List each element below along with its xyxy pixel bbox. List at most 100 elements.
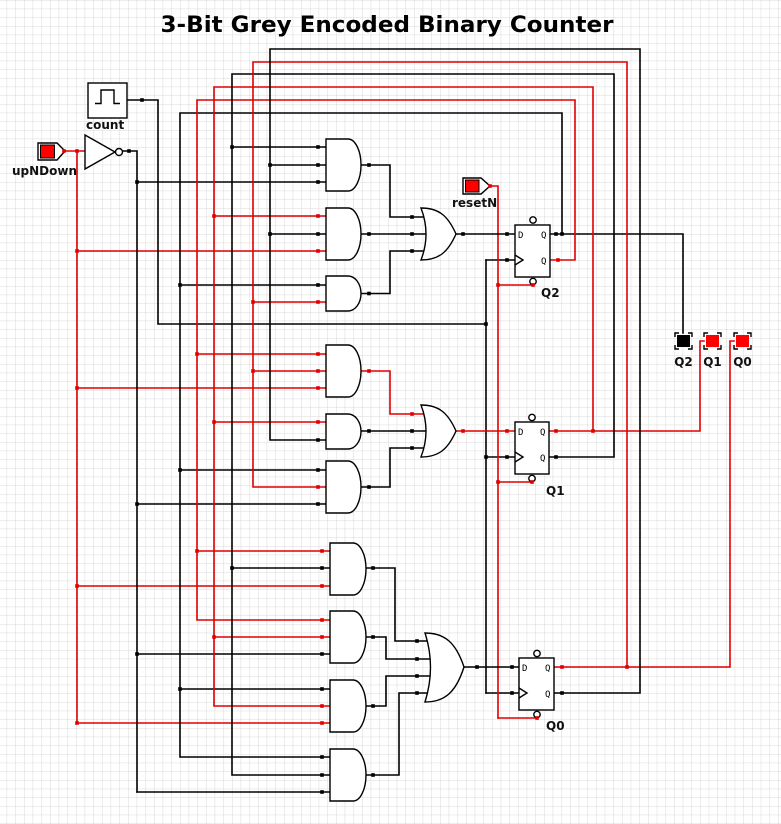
junction-dot: [316, 214, 320, 218]
junction-dot: [268, 232, 272, 236]
junction-dot: [135, 180, 139, 184]
pin-q: Q: [541, 231, 546, 241]
junction-dot: [127, 149, 131, 153]
circuit-title: 3-Bit Grey Encoded Binary Counter: [161, 13, 614, 38]
led-state: [706, 335, 719, 347]
and-gate-10: [329, 748, 367, 802]
input-pin-resetn[interactable]: resetN: [452, 177, 497, 210]
preset-bubble: [533, 649, 541, 658]
junction-dot: [371, 773, 375, 777]
wire-and7-out: [365, 567, 430, 642]
wire-q1-to-led: [548, 340, 705, 432]
led-frame: [674, 332, 693, 350]
junction-dot: [554, 455, 558, 459]
flip-flop-label: Q2: [541, 286, 560, 300]
d-flip-flop-q1: D Q Q Q1: [514, 413, 565, 498]
d-flip-flop-q0: D Q Q Q0: [518, 649, 565, 733]
input-pin-state[interactable]: [40, 144, 55, 159]
junction-dot: [510, 665, 514, 669]
junction-dot: [484, 322, 488, 326]
flip-flop-label: Q1: [546, 484, 565, 498]
junction-dot: [316, 369, 320, 373]
junction-dot: [316, 283, 320, 287]
junction-dot: [178, 687, 182, 691]
junction-dot: [415, 691, 419, 695]
junction-dot: [554, 232, 558, 236]
junction-dot: [535, 716, 539, 720]
junction-dot: [410, 429, 414, 433]
junction-dot: [320, 566, 324, 570]
junction-dot: [371, 704, 375, 708]
wire-q1-bus: [213, 86, 594, 707]
junction-dot: [320, 704, 324, 708]
wire-and3-out: [360, 250, 425, 295]
pin-q: Q: [545, 664, 550, 674]
junction-dot: [320, 618, 324, 622]
wire-and10-out: [365, 692, 430, 776]
not-gate: [84, 133, 124, 171]
inverter-triangle: [84, 133, 117, 171]
junction-dot: [505, 455, 509, 459]
junction-dot: [367, 369, 371, 373]
junction-dot: [560, 232, 564, 236]
flip-flop-body: [514, 224, 551, 278]
junction-dot: [212, 635, 216, 639]
junction-dot: [531, 283, 535, 287]
junction-dot: [316, 300, 320, 304]
junction-dot: [320, 721, 324, 725]
clock-box[interactable]: [87, 82, 128, 119]
clock-input-icon: [514, 254, 525, 266]
junction-dot: [316, 163, 320, 167]
junction-dot: [591, 429, 595, 433]
junction-dot: [251, 300, 255, 304]
and-gate-6: [325, 460, 362, 514]
wire-and6-out: [360, 447, 425, 488]
preset-bubble: [528, 413, 536, 422]
junction-dot: [178, 468, 182, 472]
junction-dot: [320, 755, 324, 759]
junction-dot: [461, 232, 465, 236]
junction-dot: [320, 773, 324, 777]
wire-and8-out: [365, 636, 433, 660]
junction-dot: [62, 149, 66, 153]
clock-input-count[interactable]: count: [86, 82, 128, 132]
junction-dot: [554, 429, 558, 433]
junction-dot: [316, 420, 320, 424]
led-label: Q1: [703, 355, 722, 369]
input-pin-updown[interactable]: upNDown: [12, 142, 77, 178]
junction-dot: [135, 502, 139, 506]
inverter-bubble: [114, 147, 124, 157]
or-gate-3: [424, 632, 465, 703]
junction-dot: [510, 691, 514, 695]
junction-dot: [556, 258, 560, 262]
junction-dot: [320, 635, 324, 639]
clock-pulse-icon: [95, 89, 120, 105]
clock-label: count: [86, 118, 124, 132]
junction-dot: [505, 429, 509, 433]
and-gate-3: [325, 275, 362, 312]
preset-bubble: [529, 216, 537, 224]
junction-dot: [488, 184, 492, 188]
junction-dot: [367, 163, 371, 167]
wire-and4-out: [360, 370, 425, 415]
and-gate-1: [325, 138, 362, 192]
junction-dot: [316, 502, 320, 506]
and-gate-2: [325, 207, 362, 261]
junction-dot: [316, 249, 320, 253]
junction-dot: [371, 566, 375, 570]
flip-flop-label: Q0: [546, 719, 565, 733]
junction-dot: [140, 98, 144, 102]
junction-dot: [560, 665, 564, 669]
junction-dot: [316, 352, 320, 356]
junction-dot: [316, 468, 320, 472]
junction-dot: [320, 790, 324, 794]
junction-dot: [560, 691, 564, 695]
junction-dot: [320, 687, 324, 691]
and-gate-8: [329, 610, 367, 664]
junction-dot: [316, 180, 320, 184]
input-pin-state[interactable]: [465, 179, 480, 193]
junction-dot: [75, 386, 79, 390]
wire-q0-bus: [252, 61, 628, 668]
junction-dot: [410, 446, 414, 450]
junction-dot: [178, 283, 182, 287]
